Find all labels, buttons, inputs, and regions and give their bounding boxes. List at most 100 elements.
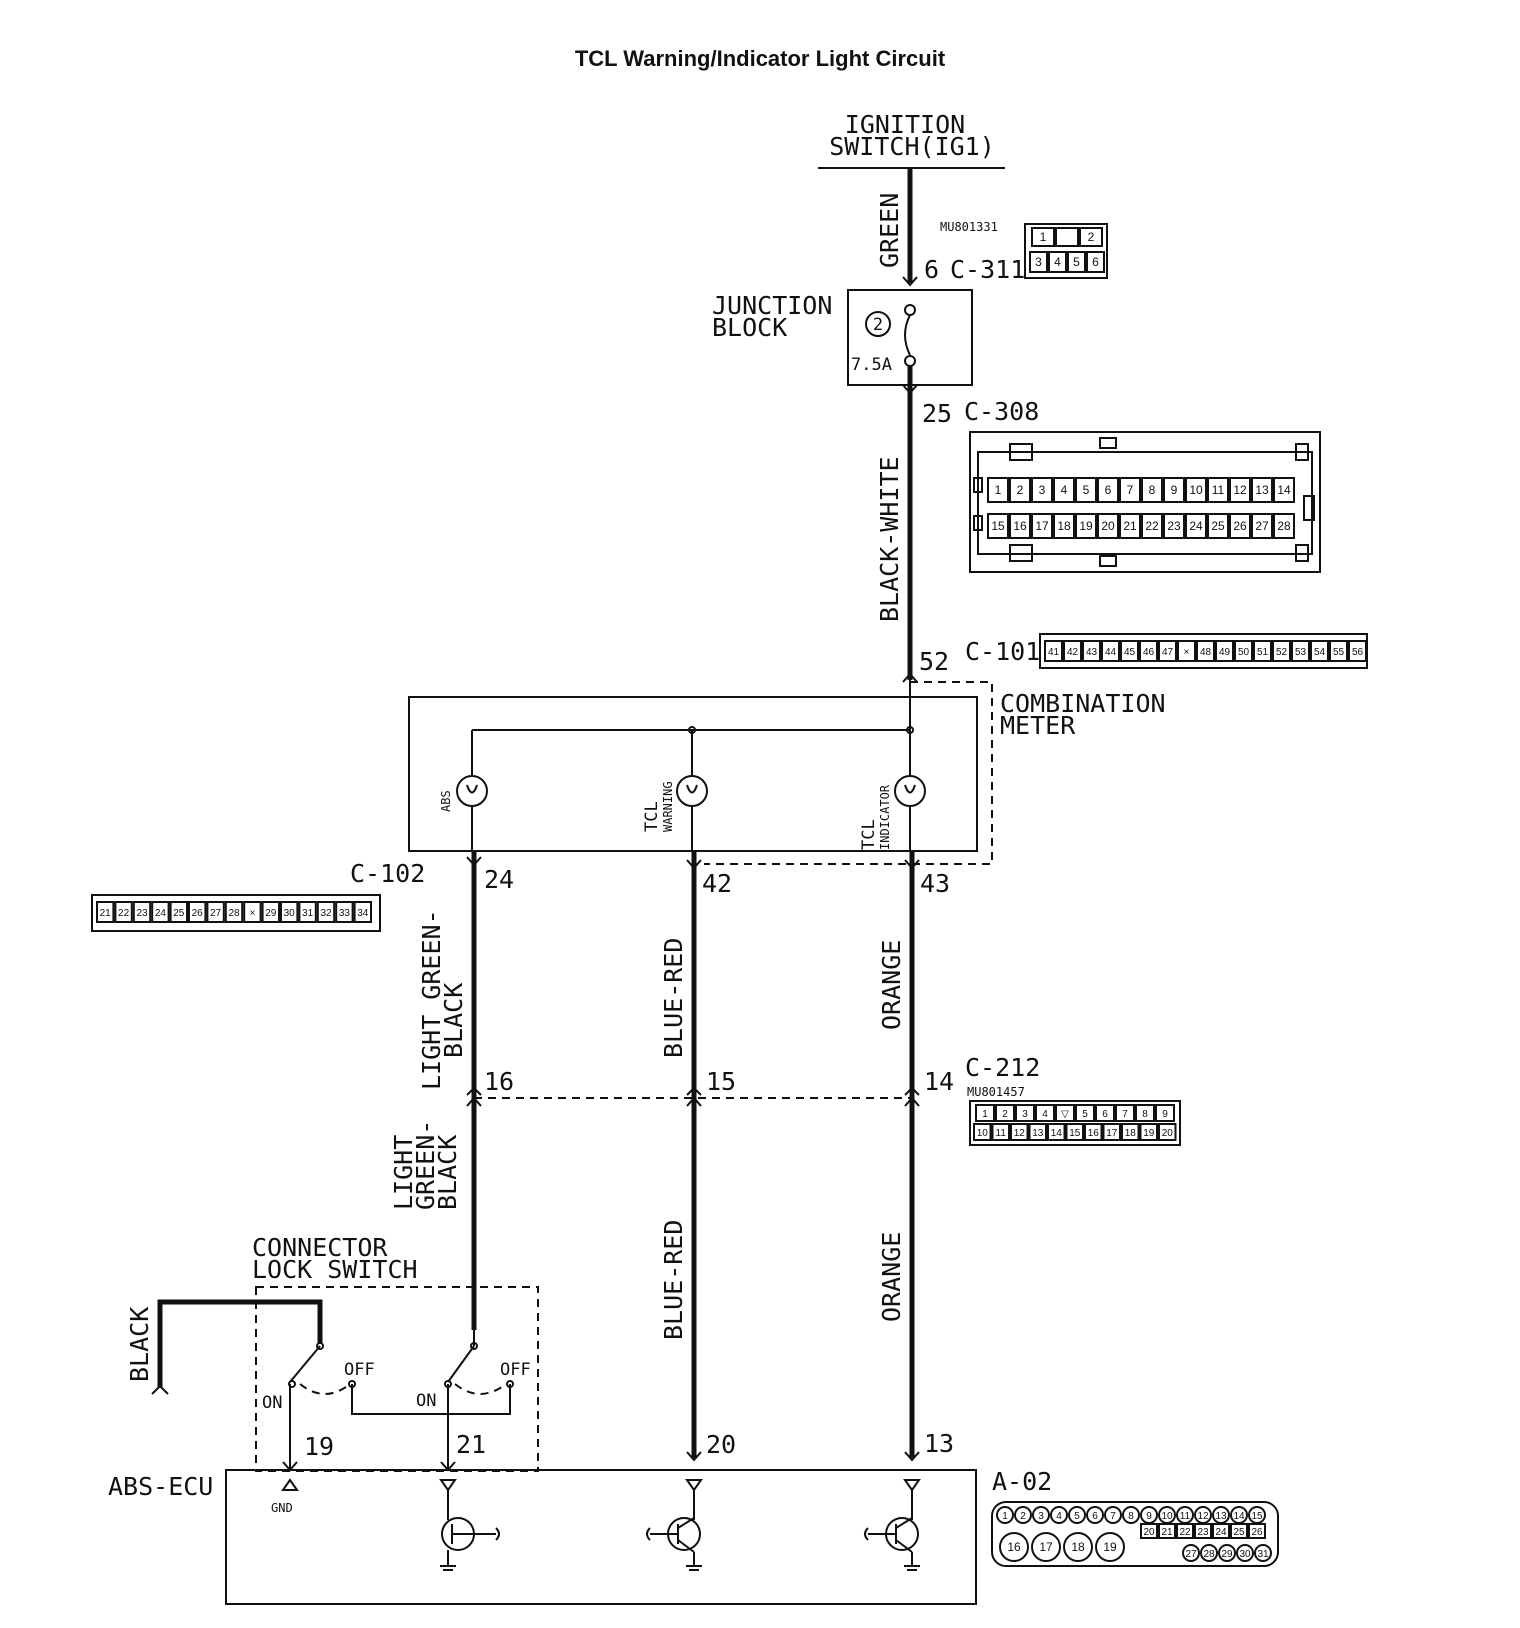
connector-pin (991, 1123, 1010, 1141)
connector-pin (1141, 513, 1163, 539)
lamp-tcl-warning-label-line1: TCL (642, 801, 662, 832)
lamp-tcl-indicator-label-line1: TCL (859, 819, 879, 850)
connector-pin (1310, 640, 1329, 662)
connector-pin (1119, 513, 1141, 539)
wire-label-black-white: BLACK-WHITE (875, 456, 904, 622)
connector-pin (151, 901, 170, 923)
a02-name: A-02 (992, 1467, 1052, 1496)
connector-pin (1122, 1506, 1140, 1524)
connector-pin-label: ▽ (1061, 1109, 1069, 1120)
connector-pin (96, 901, 115, 923)
c212-pin-lgb: 16 (484, 1067, 514, 1096)
connector-pin-label: 26 (1233, 519, 1247, 533)
connector-pin (987, 477, 1009, 503)
connector-pin-label: 12 (1014, 1128, 1026, 1139)
wire-blue-red-lower: BLUE-RED (659, 1096, 702, 1462)
transistor-tcl-indicator (864, 1479, 921, 1571)
connector-pin (1095, 1532, 1125, 1562)
connector-pin-label: 23 (136, 908, 148, 919)
c212-pin-or: 14 (924, 1067, 954, 1096)
connector-pin-label: 20 (1143, 1527, 1155, 1538)
connector-pin (1155, 1104, 1175, 1122)
wire-blue-red-upper: BLUE-RED (659, 852, 702, 1098)
connector-pin-label: 13 (1255, 483, 1269, 497)
connector-pin (1236, 1544, 1254, 1562)
combination-meter-dashed-boundary (704, 681, 993, 865)
connector-pin-label: 22 (118, 908, 130, 919)
connector-pin (1253, 640, 1272, 662)
connector-pin-label: 5 (1083, 483, 1090, 497)
lock-switch-dashed-boundary (255, 1286, 539, 1472)
connector-pin-label: 19 (1143, 1128, 1155, 1139)
a02-connector-face (991, 1501, 1279, 1567)
connector-pin (1044, 640, 1063, 662)
connector-pin (1086, 251, 1105, 273)
connector-pin-label: 27 (1185, 1549, 1197, 1560)
combination-meter-label-line2: METER (1000, 711, 1076, 740)
connector-pin-label: 56 (1352, 647, 1364, 658)
connector-pin (1182, 1544, 1200, 1562)
connector-pin-label: 9 (1146, 1511, 1152, 1522)
connector-pin-label: 26 (192, 908, 204, 919)
connector-pin-label: 55 (1333, 647, 1345, 658)
connector-pin-label: 5 (1073, 255, 1080, 269)
connector-pin-label: 23 (1167, 519, 1181, 533)
wire-label-orange-upper: ORANGE (877, 940, 906, 1030)
c308-name: C-308 (964, 397, 1039, 426)
connector-pin-label: 9 (1171, 483, 1178, 497)
connector-pin-label: 19 (1079, 519, 1093, 533)
c311-connector-face (1024, 223, 1108, 279)
connector-pin-label: 18 (1125, 1128, 1137, 1139)
wire-black-white: BLACK-WHITE (875, 366, 918, 683)
connector-pin-label: 23 (1197, 1527, 1209, 1538)
connector-pin-label: 2 (1088, 230, 1095, 244)
wire-orange-lower: ORANGE (877, 1096, 920, 1462)
lamp-tcl-indicator: TCL INDICATOR (859, 775, 926, 850)
left-switch-on-label: ON (262, 1393, 282, 1413)
connector-pin (1115, 1104, 1135, 1122)
connector-pin (973, 1123, 992, 1141)
c212-name: C-212 (965, 1053, 1040, 1082)
connector-pin (1348, 640, 1367, 662)
connector-pin (1254, 1544, 1272, 1562)
connector-pin-label: 9 (1162, 1109, 1168, 1120)
connector-pin (1015, 1104, 1035, 1122)
connector-pin-label: 24 (155, 908, 167, 919)
connector-pin-label: 27 (210, 908, 222, 919)
connector-pin (1194, 1523, 1212, 1539)
connector-pin (1063, 1532, 1093, 1562)
connector-pin (1120, 640, 1139, 662)
connector-pin (1084, 1123, 1103, 1141)
connector-pin-label: 7 (1122, 1109, 1128, 1120)
wire-label-black: BLACK (125, 1307, 154, 1382)
c308-pin-number: 25 (922, 399, 952, 428)
connector-pin-label: 47 (1162, 647, 1174, 658)
connector-pin (1139, 1123, 1158, 1141)
connector-pin-label: × (1184, 647, 1190, 658)
c311-pin-number: 6 (924, 255, 939, 284)
wire-light-green-black-lower: LIGHT GREEN- BLACK (389, 1096, 482, 1330)
connector-pin-label: 14 (1277, 483, 1291, 497)
connector-pin (1218, 1544, 1236, 1562)
connector-pin (1101, 640, 1120, 662)
connector-pin (1139, 640, 1158, 662)
connector-pin-label: 2 (1002, 1109, 1008, 1120)
connector-pin (132, 901, 152, 923)
connector-pin-label: 33 (339, 908, 351, 919)
c212-part-number: MU801457 (967, 1085, 1025, 1099)
connector-pin-label: 30 (1239, 1549, 1251, 1560)
connector-pin-label: 1 (1002, 1511, 1008, 1522)
connector-pin-label: 16 (1013, 519, 1027, 533)
c311-part-number: MU801331 (940, 220, 998, 234)
connector-pin-label: 31 (302, 908, 314, 919)
connector-pin-label: 8 (1142, 1109, 1148, 1120)
connector-pin-label: 15 (1251, 1511, 1263, 1522)
c102-pin-indicator: 43 (920, 869, 950, 898)
connector-pin (169, 901, 189, 923)
connector-pin (975, 1104, 995, 1122)
connector-pin-label: 45 (1124, 647, 1136, 658)
